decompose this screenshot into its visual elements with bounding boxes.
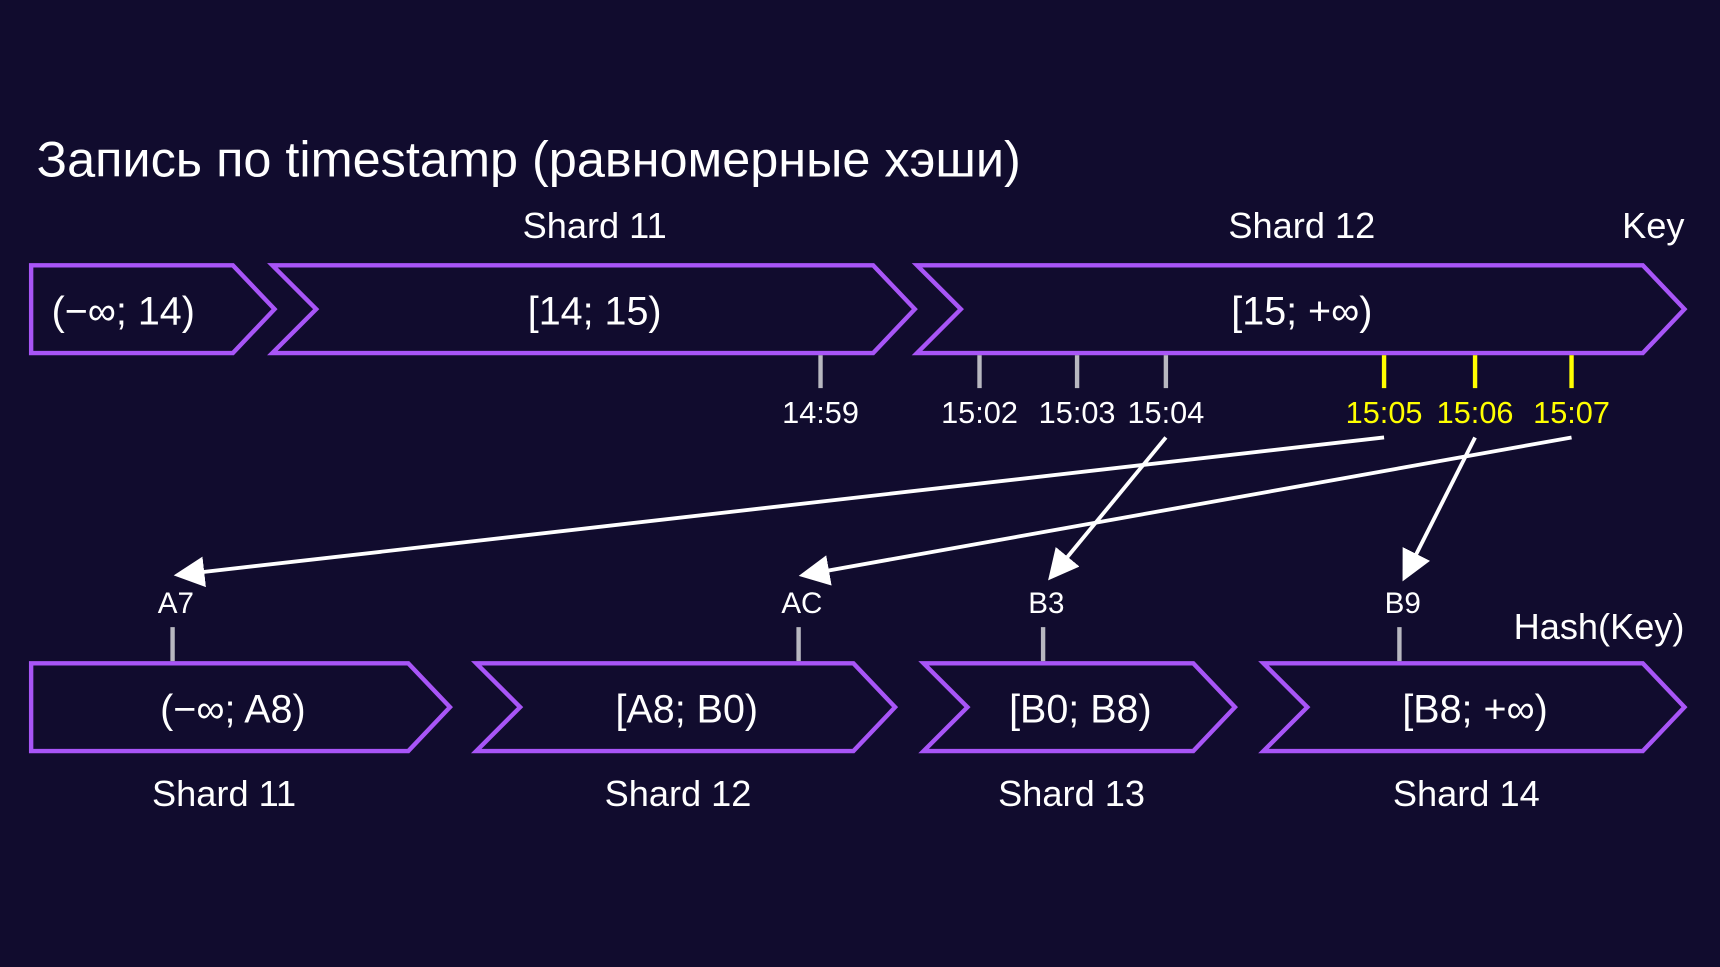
mapping-arrow xyxy=(1402,436,1477,582)
timestamp-label: 15:02 xyxy=(941,395,1018,430)
mapping-arrow xyxy=(798,435,1572,586)
hash-label: B9 xyxy=(1385,587,1421,620)
hash-range-label: [B0; B8) xyxy=(1009,688,1152,732)
timestamp-label: 15:05 xyxy=(1346,395,1423,430)
hash-label: AC xyxy=(781,587,822,620)
hash-shard-label: Shard 13 xyxy=(998,773,1145,814)
key-range-label: (−∞; 14) xyxy=(52,290,195,334)
key-range-label: [15; +∞) xyxy=(1231,290,1372,334)
hash-range-chevron xyxy=(28,661,453,754)
key-range-chevron xyxy=(267,263,918,356)
key-shard-label: Shard 12 xyxy=(1228,205,1375,246)
mapping-arrow xyxy=(173,435,1385,588)
timestamp-label: 14:59 xyxy=(782,395,859,430)
slide-title: Запись по timestamp (равномерные хэши) xyxy=(37,131,1021,188)
hash-range-label: [B8; +∞) xyxy=(1402,688,1547,732)
hash-axis-label: Hash(Key) xyxy=(1514,606,1685,647)
key-range-chevron xyxy=(911,263,1688,356)
hash-shard-label: Shard 12 xyxy=(605,773,752,814)
mapping-arrow xyxy=(1048,436,1168,581)
hash-shard-label: Shard 14 xyxy=(1393,773,1540,814)
hash-range-label: (−∞; A8) xyxy=(160,688,305,732)
timestamp-label: 15:04 xyxy=(1127,395,1204,430)
hash-shard-label: Shard 11 xyxy=(152,773,296,814)
key-range-label: [14; 15) xyxy=(528,290,662,334)
timestamp-label: 15:07 xyxy=(1533,395,1610,430)
key-axis-label: Key xyxy=(1622,205,1685,246)
key-range-chevron xyxy=(28,263,278,356)
timestamp-label: 15:06 xyxy=(1437,395,1514,430)
hash-label: B3 xyxy=(1028,587,1064,620)
hash-range-chevron xyxy=(470,661,899,754)
key-shard-label: Shard 11 xyxy=(523,205,667,246)
hash-range-chevron xyxy=(1258,661,1688,754)
hash-range-label: [A8; B0) xyxy=(615,688,758,732)
hash-range-chevron xyxy=(918,661,1238,754)
timestamp-label: 15:03 xyxy=(1039,395,1116,430)
hash-label: A7 xyxy=(158,587,194,620)
